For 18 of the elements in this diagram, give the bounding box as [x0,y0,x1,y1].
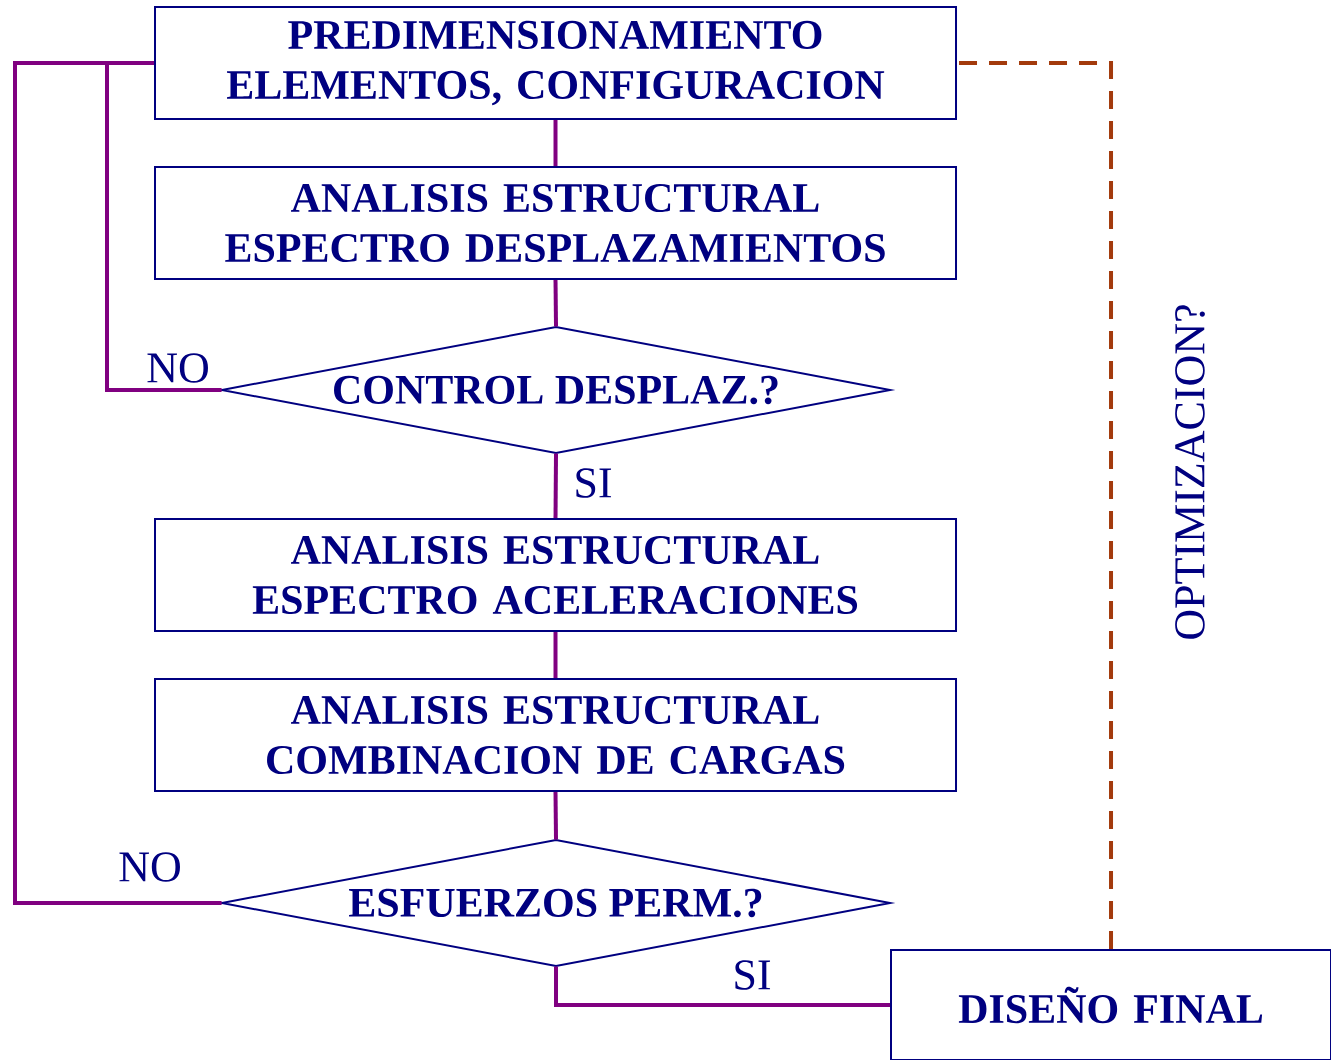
process-box: ANALISIS ESTRUCTURAL ESPECTRO ACELERACIONES [154,518,957,632]
connector [553,632,558,678]
connector [957,61,1113,949]
connector [553,120,558,166]
connector [553,280,558,327]
process-box: PREDIMENSIONAMIENTO ELEMENTOS, CONFIGURACION [154,6,957,120]
edge-label: NO [144,351,212,385]
edge-label: NO [116,850,184,884]
connector [13,61,222,905]
edge-label: OPTIMIZACION? [1173,301,1207,643]
edge-label: SI [730,958,774,992]
connector [553,792,558,840]
process-box: ANALISIS ESTRUCTURAL COMBINACION DE CARGAS [154,678,957,792]
process-box: ANALISIS ESTRUCTURAL ESPECTRO DESPLAZAMIENTOS [154,166,957,280]
connector [554,966,890,1007]
edge-label: SI [571,466,615,500]
process-box: DISEÑO FINAL [890,949,1331,1060]
connector [553,453,558,519]
